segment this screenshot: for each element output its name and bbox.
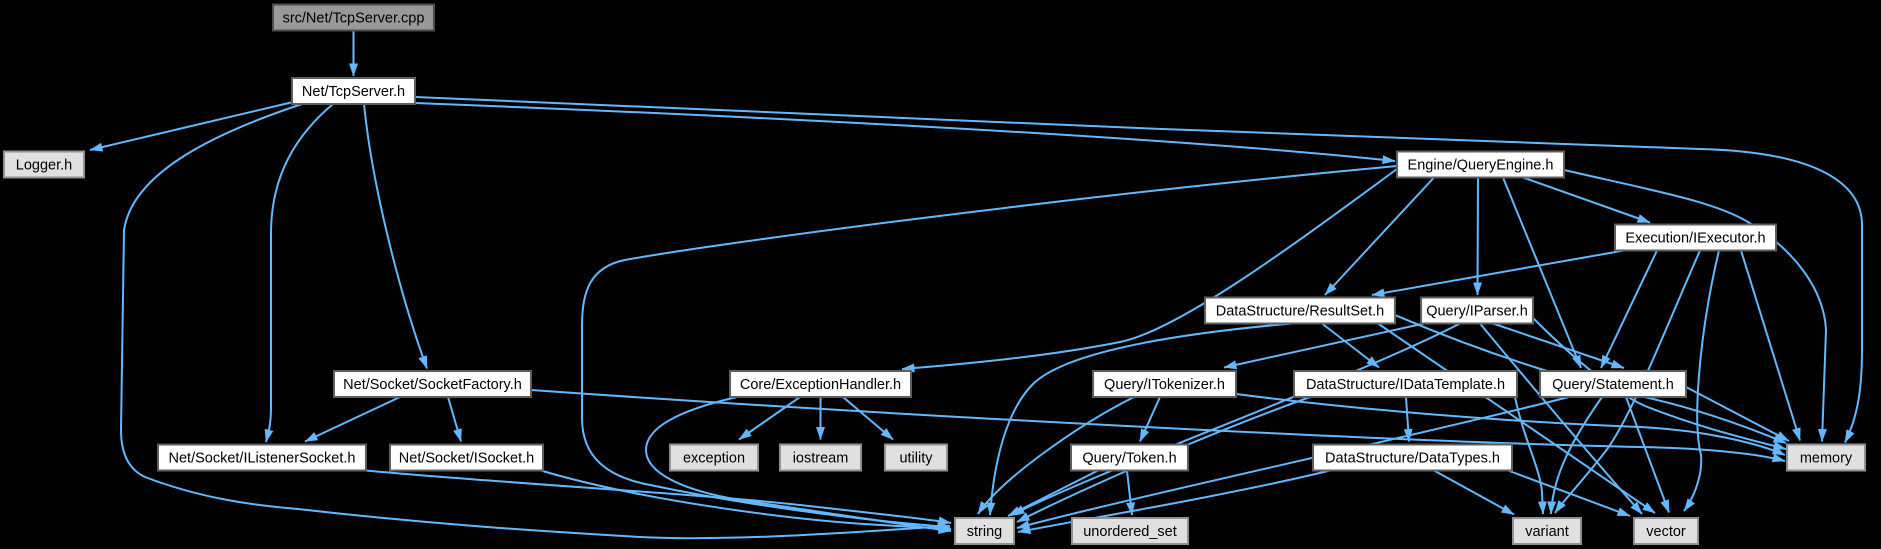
- svg-text:Engine/QueryEngine.h: Engine/QueryEngine.h: [1408, 158, 1554, 174]
- svg-text:Net/Socket/SocketFactory.h: Net/Socket/SocketFactory.h: [343, 377, 522, 393]
- svg-text:Logger.h: Logger.h: [16, 158, 72, 174]
- svg-text:vector: vector: [1646, 524, 1686, 540]
- svg-text:iostream: iostream: [793, 451, 849, 467]
- svg-text:DataStructure/DataTypes.h: DataStructure/DataTypes.h: [1325, 451, 1500, 467]
- svg-text:string: string: [967, 524, 1002, 540]
- svg-text:Query/ITokenizer.h: Query/ITokenizer.h: [1104, 377, 1225, 393]
- svg-text:unordered_set: unordered_set: [1083, 524, 1177, 540]
- svg-text:Query/IParser.h: Query/IParser.h: [1426, 304, 1528, 320]
- svg-text:DataStructure/IDataTemplate.h: DataStructure/IDataTemplate.h: [1306, 377, 1505, 393]
- svg-text:exception: exception: [683, 451, 745, 467]
- svg-text:Net/Socket/IListenerSocket.h: Net/Socket/IListenerSocket.h: [169, 451, 356, 467]
- svg-text:variant: variant: [1525, 524, 1569, 540]
- svg-text:utility: utility: [899, 451, 933, 467]
- svg-text:Net/Socket/ISocket.h: Net/Socket/ISocket.h: [399, 451, 534, 467]
- svg-text:DataStructure/ResultSet.h: DataStructure/ResultSet.h: [1216, 304, 1384, 320]
- svg-text:Query/Statement.h: Query/Statement.h: [1552, 377, 1674, 393]
- svg-text:Execution/IExecutor.h: Execution/IExecutor.h: [1625, 231, 1765, 247]
- svg-text:src/Net/TcpServer.cpp: src/Net/TcpServer.cpp: [283, 11, 425, 27]
- svg-text:Core/ExceptionHandler.h: Core/ExceptionHandler.h: [740, 377, 901, 393]
- svg-text:memory: memory: [1800, 451, 1853, 467]
- svg-text:Query/Token.h: Query/Token.h: [1082, 451, 1176, 467]
- svg-text:Net/TcpServer.h: Net/TcpServer.h: [302, 84, 405, 100]
